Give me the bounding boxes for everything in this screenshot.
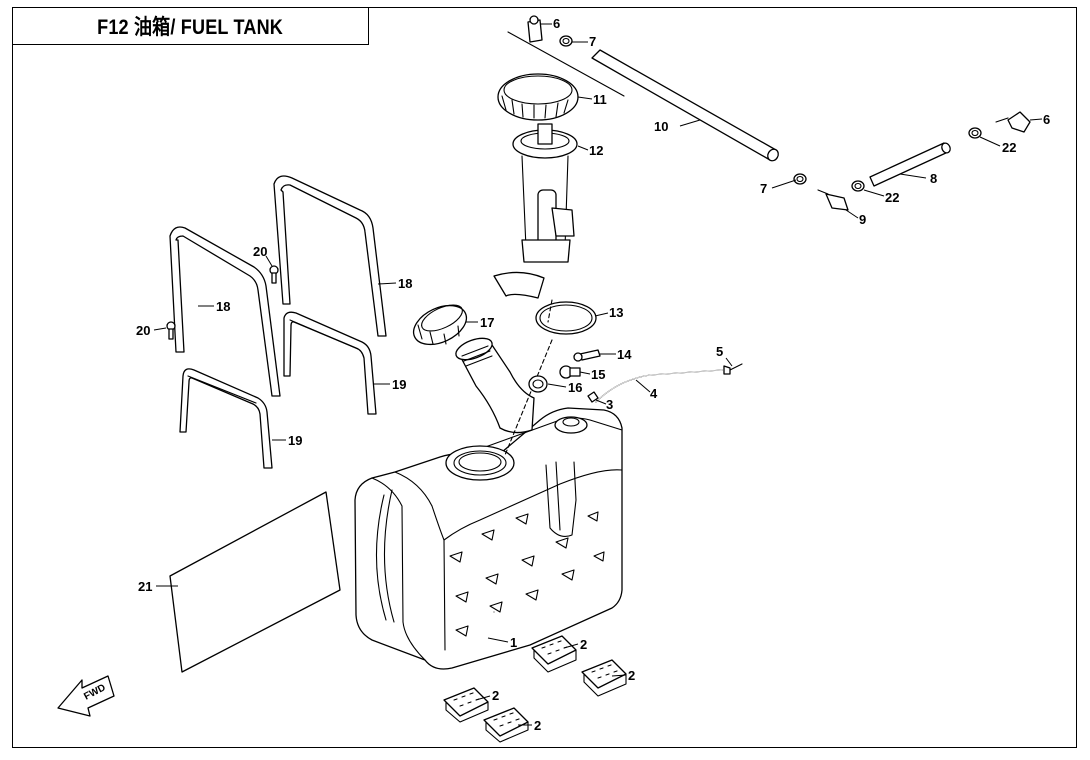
fuel-pump-assembly [493,123,578,299]
callout-13: 13 [609,305,623,320]
callout-2-b: 2 [628,668,635,683]
lock-ring [497,73,579,121]
vent-valve-parts [528,349,601,403]
callout-3: 3 [606,397,613,412]
pump-o-ring [535,301,597,335]
callout-18-right: 18 [398,276,412,291]
mounting-strap-left [169,226,281,397]
callout-19-left: 19 [288,433,302,448]
mounting-strap-right [273,175,387,337]
callout-20-left: 20 [136,323,150,338]
callout-6-top: 6 [553,16,560,31]
callout-20-top: 20 [253,244,267,259]
rubber-pad-1 [531,635,577,673]
callout-6-right: 6 [1043,112,1050,127]
protective-sheet [169,491,341,673]
title-box: F12 油箱/ FUEL TANK [12,7,369,45]
callout-16: 16 [568,380,582,395]
strap-bolts [166,265,279,340]
vent-hose-long [591,49,779,162]
filler-neck [455,337,535,434]
leader-lines [153,23,1043,726]
callout-8: 8 [930,171,937,186]
callout-1: 1 [510,635,517,650]
callout-12: 12 [589,143,603,158]
callout-5: 5 [716,344,723,359]
strap-pad-right [283,311,377,415]
hose-connectors [527,15,1031,211]
filler-cap [412,304,468,346]
callout-11: 11 [593,92,607,107]
callout-4: 4 [650,386,658,401]
callout-18-left: 18 [216,299,230,314]
breather-hose [595,363,743,403]
callout-17: 17 [480,315,494,330]
callout-19-right: 19 [392,377,406,392]
callout-labels: 6 7 11 12 13 17 14 15 16 3 4 5 6 10 7 8 … [136,16,1050,733]
callout-2-c: 2 [492,688,499,703]
rubber-pad-3 [443,687,489,723]
callout-9: 9 [859,212,866,227]
callout-2-d: 2 [534,718,541,733]
callout-14: 14 [617,347,632,362]
hose-clamps [559,35,982,192]
callout-2-a: 2 [580,637,587,652]
hose-short [869,142,951,187]
callout-21: 21 [138,579,152,594]
callout-7-top: 7 [589,34,596,49]
rubber-pad-2 [581,659,627,697]
callout-22-mid: 22 [885,190,899,205]
forward-arrow-icon: FWD [57,675,115,717]
page-title: F12 油箱/ FUEL TANK [97,16,284,39]
callout-15: 15 [591,367,605,382]
rubber-pad-4 [483,707,529,743]
callout-7-mid: 7 [760,181,767,196]
strap-pad-left [179,368,273,469]
fuel-tank [354,407,623,670]
callout-10: 10 [654,119,668,134]
callout-22-right: 22 [1002,140,1016,155]
drawing-frame [12,7,1077,748]
